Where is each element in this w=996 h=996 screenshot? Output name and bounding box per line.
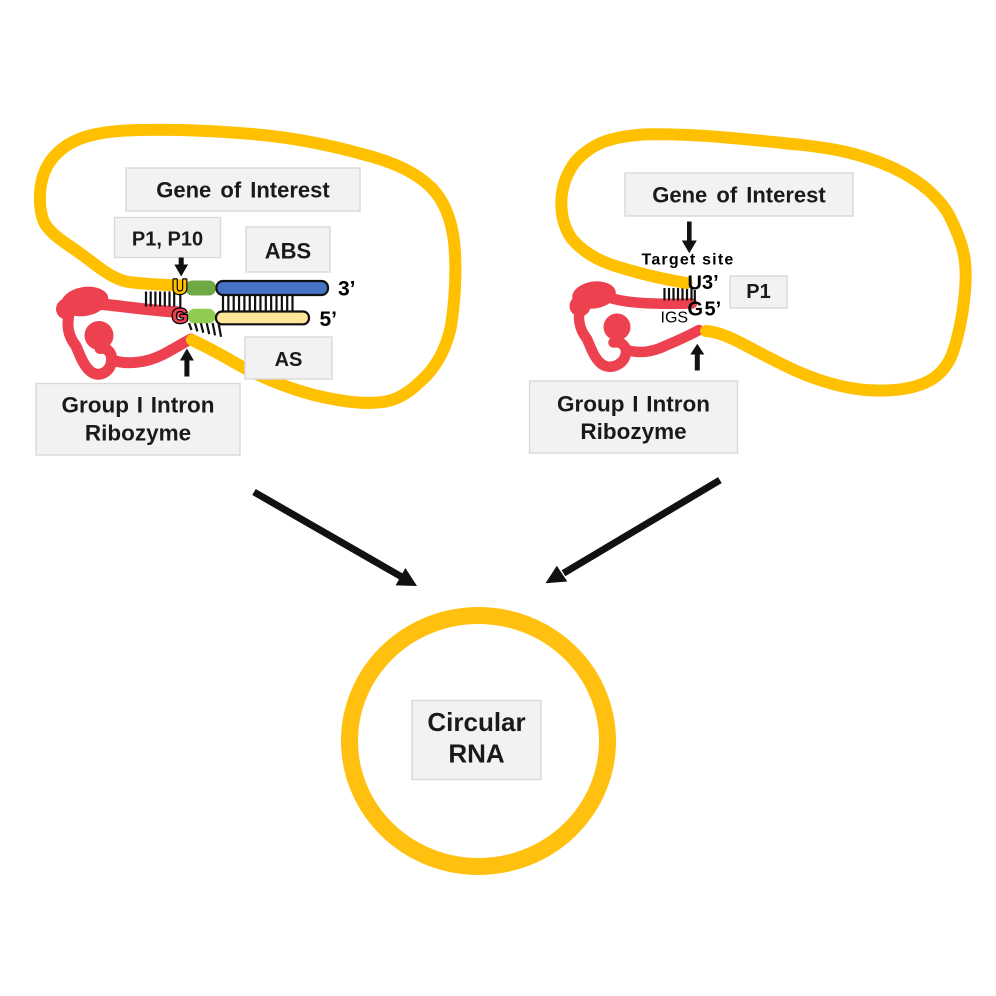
svg-text:Ribozyme: Ribozyme	[580, 419, 686, 444]
svg-text:G: G	[172, 305, 188, 328]
svg-text:AS: AS	[275, 349, 303, 371]
svg-text:Ribozyme: Ribozyme	[85, 421, 191, 446]
svg-text:ABS: ABS	[265, 239, 311, 264]
svg-text:P1, P10: P1, P10	[132, 229, 203, 251]
svg-text:U: U	[172, 276, 187, 299]
svg-text:P1: P1	[746, 281, 770, 303]
svg-text:G: G	[688, 299, 704, 321]
svg-text:RNA: RNA	[448, 739, 505, 769]
svg-text:Group I Intron: Group I Intron	[557, 392, 710, 417]
svg-text:Group I Intron: Group I Intron	[62, 393, 215, 418]
svg-text:U: U	[688, 273, 702, 295]
svg-text:5’: 5’	[320, 308, 338, 331]
svg-text:Gene of Interest: Gene of Interest	[652, 183, 826, 208]
svg-text:3’: 3’	[338, 278, 356, 301]
svg-text:Target site: Target site	[642, 252, 735, 269]
svg-text:3’: 3’	[702, 272, 719, 294]
svg-text:Gene of Interest: Gene of Interest	[156, 178, 330, 203]
svg-text:Circular: Circular	[427, 707, 525, 737]
svg-text:5’: 5’	[705, 299, 722, 321]
svg-text:IGS: IGS	[661, 310, 689, 327]
